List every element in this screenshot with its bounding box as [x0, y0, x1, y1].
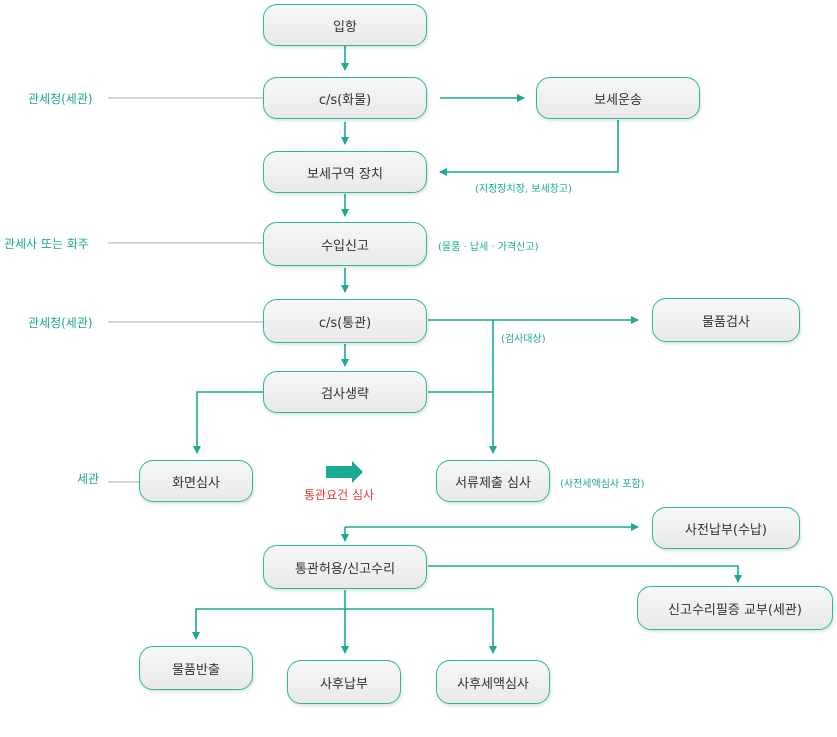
- highlight-arrow-icon: [326, 461, 363, 483]
- node-bonded-area: 보세구역 장치: [263, 151, 427, 193]
- node-clearance-accept: 통관허용/신고수리: [263, 545, 427, 589]
- node-cs-customs: c/s(통관): [263, 299, 427, 343]
- side-label-broker-or-owner: 관세사 또는 화주: [4, 237, 89, 251]
- note-clearance-review: 통관요건 심사: [304, 488, 375, 502]
- note-declaration-items: (물품 · 납세 · 가격신고): [438, 242, 539, 253]
- node-inspection-omitted: 검사생략: [263, 371, 427, 413]
- node-screen-review: 화면심사: [139, 460, 253, 502]
- node-cs-cargo: c/s(화물): [263, 77, 427, 119]
- side-label-customs-office-1: 관세청(세관): [28, 92, 93, 106]
- side-label-customs-office-2: 관세청(세관): [28, 316, 93, 330]
- side-label-rules: [108, 97, 263, 483]
- note-pre-tax-review: (사전세액심사 포함): [560, 479, 645, 490]
- node-prepayment: 사전납부(수납): [652, 507, 800, 549]
- node-post-payment: 사후납부: [287, 660, 401, 704]
- note-designated: (지정장치장, 보세창고): [475, 184, 572, 195]
- node-document-review: 서류제출 심사: [436, 460, 550, 502]
- node-goods-inspection: 물품검사: [652, 298, 800, 342]
- arrow-lines: [192, 45, 742, 654]
- node-post-tax-review: 사후세액심사: [436, 660, 550, 704]
- node-entry: 입항: [263, 4, 427, 46]
- node-import-declaration: 수입신고: [263, 222, 427, 266]
- node-bonded-transport: 보세운송: [536, 77, 700, 119]
- node-goods-release: 물품반출: [139, 646, 253, 690]
- note-inspection-target: (검사대상): [501, 334, 546, 345]
- node-certificate-issue: 신고수리필증 교부(세관): [637, 586, 833, 630]
- side-label-customs: 세관: [77, 472, 100, 486]
